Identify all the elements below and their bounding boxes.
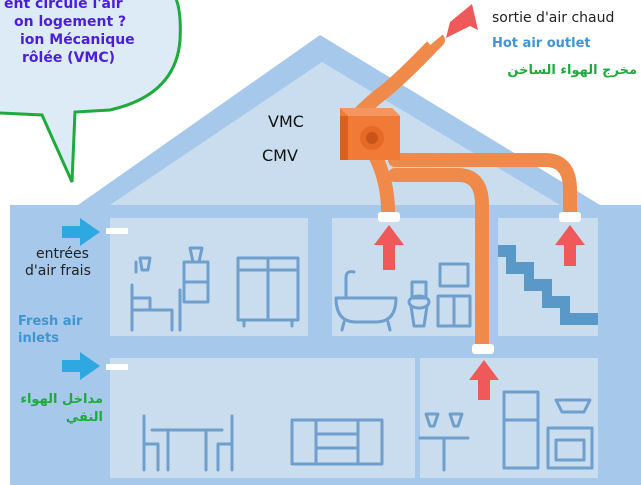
stove-hood-icon [546, 398, 594, 470]
duct-stairs [388, 153, 577, 219]
unit-label-en: CMV [262, 146, 298, 165]
inlet-slot-upper [106, 228, 128, 234]
dining-table-icon [142, 414, 234, 472]
inlets-label-fr-2: d'air frais [25, 263, 91, 279]
outlet-label-en: Hot air outlet [492, 36, 591, 51]
collar-bathroom [378, 212, 400, 222]
vent-collars [378, 22, 581, 354]
attic [110, 62, 560, 205]
room-upper-middle [332, 218, 484, 336]
bubble-line-2: on logement ? [14, 14, 127, 30]
bubble-line-4: rôlée (VMC) [22, 50, 116, 66]
vmc-unit [340, 108, 400, 160]
collar-kitchen [472, 344, 494, 354]
outlet-label-ar: مخرج الهواء الساخن [507, 63, 637, 78]
inlets-label-ar-2: النقي [65, 410, 103, 425]
inlets-label-ar-1: مداخل الهواء [20, 392, 103, 407]
inlets-label-en-1: Fresh air [18, 314, 83, 329]
fresh-air-arrows [62, 218, 100, 380]
duct-kitchen [388, 168, 489, 352]
room-lower-left [110, 358, 415, 478]
sideboard-icon [290, 418, 384, 466]
nightstand-lamp-icon [182, 246, 210, 304]
wardrobe-icon [236, 256, 300, 328]
furniture-icons [130, 246, 594, 472]
bubble-line-3: ion Mécanique [20, 32, 135, 48]
bubble-line-1: ent circule l'air [4, 0, 123, 12]
unit-label-fr: VMC [268, 112, 304, 131]
sink-mirror-icon [436, 262, 472, 328]
wall-lamp-icon [134, 256, 152, 274]
exhaust-arrow-stairs [555, 225, 585, 266]
outlet-label-fr: sortie d'air chaud [492, 10, 615, 26]
exhaust-arrow-out [446, 4, 478, 38]
speech-bubble [0, 0, 182, 183]
inlet-slot-lower [106, 364, 128, 370]
bed-icon [130, 283, 182, 332]
toilet-icon [407, 280, 431, 328]
exhaust-arrows [374, 4, 585, 400]
bistro-table-icon [418, 412, 470, 472]
stairs [498, 245, 598, 325]
collar-exhaust [422, 22, 446, 46]
room-lower-right [420, 358, 598, 478]
fridge-icon [502, 390, 540, 470]
exhaust-arrow-bathroom [374, 225, 404, 270]
fresh-arrow-upper [62, 218, 100, 246]
bathtub-icon [334, 270, 398, 332]
house [10, 35, 641, 485]
inlets-label-en-2: inlets [18, 331, 59, 346]
inlets-label-fr-1: entrées [36, 246, 89, 262]
collar-stairs [559, 212, 581, 222]
fresh-arrow-lower [62, 352, 100, 380]
exhaust-arrow-kitchen [469, 360, 499, 400]
